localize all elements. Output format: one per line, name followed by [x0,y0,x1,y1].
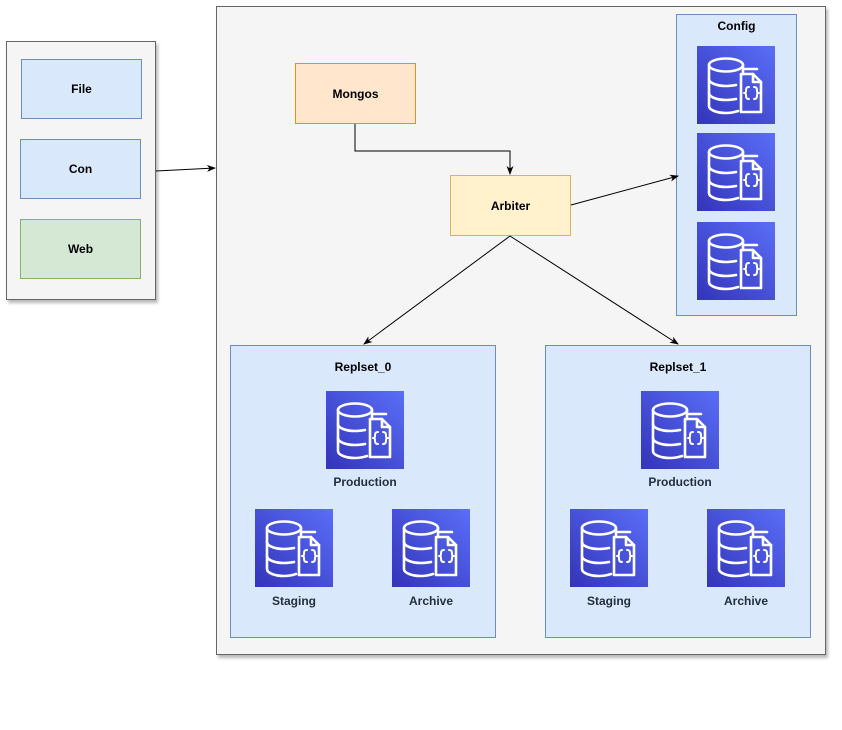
replset-1-production-label: Production [648,475,712,489]
con-node-label: Con [68,162,93,176]
mongos-node[interactable]: Mongos [295,63,416,124]
replset-1-staging-label: Staging [587,594,631,608]
replset-0-production-db[interactable] [326,391,404,469]
replset-1-group[interactable]: Replset_1 Production Staging Archive [545,345,811,638]
replset-1-archive-db[interactable] [707,509,785,587]
replset-0-production-label: Production [333,475,397,489]
config-db-2[interactable] [697,133,775,211]
config-title: Config [717,19,756,33]
config-group[interactable]: Config [676,14,797,316]
replset-1-staging-db[interactable] [570,509,648,587]
clients-container: File Con Web [6,41,156,300]
replset-0-staging-db[interactable] [255,509,333,587]
mongos-label: Mongos [332,86,379,101]
arbiter-label: Arbiter [490,198,531,213]
con-node[interactable]: Con [20,139,141,199]
edge-clients-to-cluster [155,164,216,172]
replset-1-production-db[interactable] [641,391,719,469]
replset-0-archive-label: Archive [408,594,454,608]
replset-0-group[interactable]: Replset_0 Production Staging Archive [230,345,496,638]
arbiter-node[interactable]: Arbiter [450,175,571,236]
file-node[interactable]: File [21,59,142,119]
web-node-label: Web [67,242,94,256]
config-db-1[interactable] [697,46,775,124]
replset-0-archive-db[interactable] [392,509,470,587]
file-node-label: File [71,82,92,96]
config-db-3[interactable] [697,222,775,300]
web-node[interactable]: Web [20,219,141,279]
replset-1-title: Replset_1 [649,360,707,374]
replset-0-title: Replset_0 [334,360,392,374]
replset-1-archive-label: Archive [723,594,769,608]
replset-0-staging-label: Staging [272,594,316,608]
